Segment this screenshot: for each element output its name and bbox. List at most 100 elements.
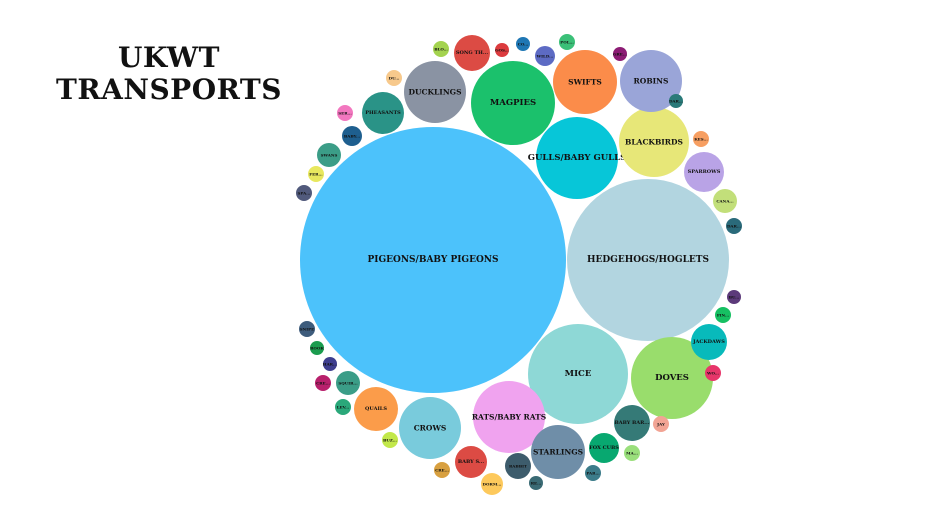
bubble-label-baby: BABY... xyxy=(344,134,361,139)
bubble-kes: KES... xyxy=(693,131,709,147)
chart-title-line-2: TRANSPORTS xyxy=(56,73,282,106)
bubble-circle-pol xyxy=(559,34,575,50)
bubble-circle-starlings xyxy=(531,425,585,479)
bubble-bu: BU... xyxy=(727,290,741,304)
bubble-rabbit: RABBIT xyxy=(505,453,531,479)
bubble-circle-mice xyxy=(528,324,628,424)
bubble-swifts: SWIFTS xyxy=(553,50,617,114)
bubble-jackdaws: JACKDAWS xyxy=(691,324,727,360)
bubble-cre: CRE... xyxy=(315,375,331,391)
bubble-circle-baby-bar xyxy=(614,405,650,441)
bubble-circle-har xyxy=(323,357,337,371)
bubble-circle-rats-baby-rats xyxy=(473,381,545,453)
bubble-fer: FER... xyxy=(308,166,324,182)
bubble-circle-spa xyxy=(296,185,312,201)
bubble-label-quails: QUAILS xyxy=(365,406,387,412)
bubble-circle-quails xyxy=(354,387,398,431)
bubble-label-magpies: MAGPIES xyxy=(490,98,536,108)
bubble-label-doves: DOVES xyxy=(655,373,689,383)
bubble-label-snipe: SNIPE xyxy=(300,327,314,332)
bubble-quails: QUAILS xyxy=(354,387,398,431)
bubble-re: RE... xyxy=(529,476,543,490)
bubble-circle-gre xyxy=(613,47,627,61)
bubble-label-par: PAR... xyxy=(586,471,600,476)
bubble-co: CO... xyxy=(516,37,530,51)
bubble-circle-cre xyxy=(434,462,450,478)
bubble-label-har: HAR... xyxy=(323,362,338,367)
bubble-lev: LEV... xyxy=(335,399,351,415)
bubble-circle-gos xyxy=(495,43,509,57)
bubble-circle-fer xyxy=(308,166,324,182)
bubble-dar: DAR... xyxy=(726,218,742,234)
bubble-har: HAR... xyxy=(323,357,338,371)
bubble-circle-du xyxy=(386,70,402,86)
bubble-buz: BUZ... xyxy=(382,432,398,448)
bubble-spa: SPA... xyxy=(296,185,312,201)
bubble-circle-swifts xyxy=(553,50,617,114)
bubble-baby-s: BABY S... xyxy=(455,446,487,478)
bubble-starlings: STARLINGS xyxy=(531,425,585,479)
bubble-circle-swans xyxy=(317,143,341,167)
bubble-doves: DOVES xyxy=(631,337,713,419)
bubble-gre: GRE... xyxy=(613,47,628,61)
bubble-label-blackbirds: BLACKBIRDS xyxy=(625,138,683,147)
bubble-rook: ROOK xyxy=(310,341,324,355)
bubble-label-wo: WO... xyxy=(706,371,720,376)
bubble-circle-song-th xyxy=(454,35,490,71)
bubble-circle-dar xyxy=(669,94,683,108)
bubble-label-re: RE... xyxy=(531,481,542,486)
bubble-label-baby-s: BABY S... xyxy=(458,459,484,465)
bubble-label-ser: SER... xyxy=(338,111,352,116)
bubble-label-baby-bar: BABY BAR... xyxy=(614,420,649,426)
bubble-label-song-th: SONG TH... xyxy=(456,50,488,56)
bubble-circle-ducklings xyxy=(404,61,466,123)
bubble-label-mice: MICE xyxy=(565,369,592,379)
bubble-circle-ma xyxy=(624,445,640,461)
bubble-ser: SER... xyxy=(337,105,353,121)
bubble-sparrows: SPARROWS xyxy=(684,152,724,192)
bubble-circle-baby-s xyxy=(455,446,487,478)
bubble-circle-cre xyxy=(315,375,331,391)
bubble-circle-sparrows xyxy=(684,152,724,192)
bubble-circle-pigeons-baby-pigeons xyxy=(300,127,566,393)
bubble-label-gulls-baby-gulls: GULLS/BABY GULLS xyxy=(528,153,626,163)
bubble-label-swifts: SWIFTS xyxy=(568,78,602,87)
bubble-label-gos: GOS... xyxy=(495,48,509,53)
bubble-label-crows: CROWS xyxy=(414,424,447,433)
bubble-magpies: MAGPIES xyxy=(471,61,555,145)
bubble-crows: CROWS xyxy=(399,397,461,459)
bubble-dorm: DORM... xyxy=(481,473,503,495)
bubble-label-pol: POL... xyxy=(560,40,574,45)
bubble-label-dar: DAR... xyxy=(669,99,684,104)
bubble-circle-dar xyxy=(726,218,742,234)
bubble-baby-bar: BABY BAR... xyxy=(614,405,650,441)
bubble-label-starlings: STARLINGS xyxy=(533,448,583,457)
bubble-circle-jay xyxy=(653,416,669,432)
bubble-circle-dorm xyxy=(481,473,503,495)
bubble-dar: DAR... xyxy=(669,94,684,108)
bubble-label-rabbit: RABBIT xyxy=(509,464,527,469)
bubble-circle-wild xyxy=(535,46,555,66)
bubble-circle-crows xyxy=(399,397,461,459)
bubble-circle-blackbirds xyxy=(619,107,689,177)
bubble-circle-hedgehogs-hoglets xyxy=(567,179,729,341)
bubble-cre: CRE... xyxy=(434,462,450,478)
bubble-robins: ROBINS xyxy=(620,50,682,112)
bubble-label-robins: ROBINS xyxy=(634,77,669,86)
bubble-circle-jackdaws xyxy=(691,324,727,360)
chart-title-line-1: UKWT xyxy=(117,41,221,74)
bubble-wild: WILD... xyxy=(535,46,555,66)
bubble-jay: JAY xyxy=(653,416,669,432)
bubble-cana: CANA... xyxy=(713,189,737,213)
bubble-circle-baby xyxy=(342,126,362,146)
bubble-label-spa: SPA... xyxy=(298,191,311,196)
bubble-label-rook: ROOK xyxy=(310,346,324,351)
bubble-label-ma: MA... xyxy=(626,451,638,456)
bubble-label-gre: GRE... xyxy=(613,52,628,57)
bubble-label-swans: SWANS xyxy=(321,153,338,158)
bubble-label-co: CO... xyxy=(518,42,529,47)
bubble-pheasants: PHEASANTS xyxy=(362,92,404,134)
bubble-squir: SQUIR... xyxy=(336,371,360,395)
bubble-gulls-baby-gulls: GULLS/BABY GULLS xyxy=(528,117,626,199)
